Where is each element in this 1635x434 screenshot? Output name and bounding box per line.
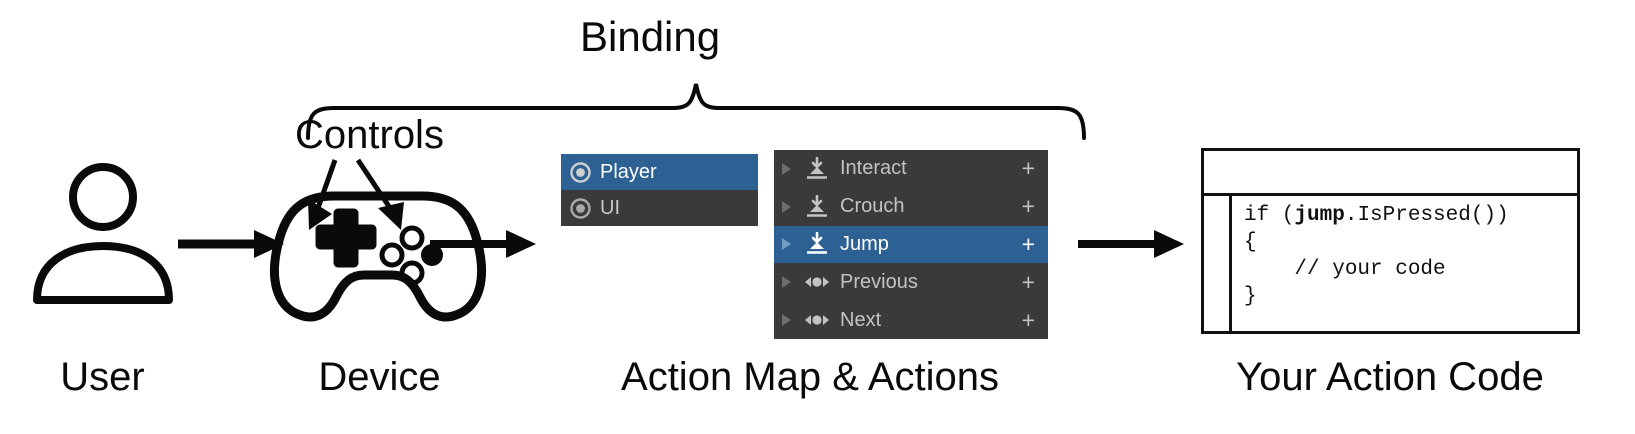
add-binding-button[interactable]: +	[1021, 268, 1035, 295]
action-row-next[interactable]: Next +	[774, 301, 1048, 339]
button-press-icon	[804, 232, 830, 256]
expand-triangle-icon[interactable]	[782, 200, 791, 213]
code-text[interactable]: if (jump.IsPressed()) { // your code }	[1244, 202, 1573, 310]
action-map-label: UI	[600, 196, 620, 219]
actions-panel: Interact + Crouch +	[774, 150, 1048, 339]
action-label: Previous	[840, 270, 918, 293]
binding-label: Binding	[580, 13, 721, 60]
action-label: Crouch	[840, 195, 905, 218]
arrow-user-to-device	[178, 230, 284, 258]
expand-triangle-icon[interactable]	[782, 314, 791, 327]
code-window: if (jump.IsPressed()) { // your code }	[1201, 148, 1580, 334]
caption-action-map: Action Map & Actions	[621, 355, 999, 399]
code-window-body: if (jump.IsPressed()) { // your code }	[1204, 196, 1577, 334]
action-map-row-player[interactable]: Player	[561, 154, 758, 190]
controls-label: Controls	[295, 113, 444, 157]
button-press-icon	[804, 156, 830, 181]
action-map-panel: Player UI	[561, 154, 758, 226]
expand-triangle-icon[interactable]	[782, 276, 791, 289]
button-press-icon	[804, 194, 830, 219]
code-gutter	[1204, 196, 1232, 334]
add-binding-button[interactable]: +	[1021, 306, 1035, 333]
add-binding-button[interactable]: +	[1021, 155, 1035, 182]
code-line3: // your code	[1244, 258, 1446, 281]
caption-user: User	[60, 355, 145, 399]
gamepad-icon	[269, 191, 487, 322]
action-map-icon	[570, 197, 591, 219]
code-line1-post: .IsPressed())	[1344, 204, 1509, 227]
expand-triangle-icon[interactable]	[782, 238, 791, 251]
action-row-previous[interactable]: Previous +	[774, 263, 1048, 301]
action-label: Interact	[840, 157, 907, 180]
action-map-label: Player	[600, 160, 657, 183]
arrow-actions-to-code	[1078, 230, 1184, 258]
user-icon	[33, 163, 173, 304]
action-map-icon	[570, 161, 591, 183]
axis-control-icon	[804, 308, 830, 332]
action-row-crouch[interactable]: Crouch +	[774, 188, 1048, 226]
caption-action-code: Your Action Code	[1236, 355, 1544, 399]
code-window-titlebar	[1204, 151, 1577, 196]
action-label: Next	[840, 308, 882, 331]
action-row-jump[interactable]: Jump +	[774, 225, 1048, 264]
caption-device: Device	[318, 355, 441, 399]
action-label: Jump	[840, 232, 889, 255]
expand-triangle-icon[interactable]	[782, 162, 791, 175]
action-map-row-ui[interactable]: UI	[561, 190, 758, 226]
code-line4: }	[1244, 285, 1257, 308]
add-binding-button[interactable]: +	[1021, 230, 1035, 257]
axis-control-icon	[804, 270, 830, 294]
binding-brace	[306, 83, 1086, 140]
code-line1-pre: if (	[1244, 204, 1295, 227]
add-binding-button[interactable]: +	[1021, 193, 1035, 220]
code-line2: {	[1244, 231, 1257, 254]
action-row-interact[interactable]: Interact +	[774, 150, 1048, 188]
code-line1-bold: jump	[1294, 204, 1345, 227]
arrow-device-to-actionmap	[430, 230, 536, 258]
